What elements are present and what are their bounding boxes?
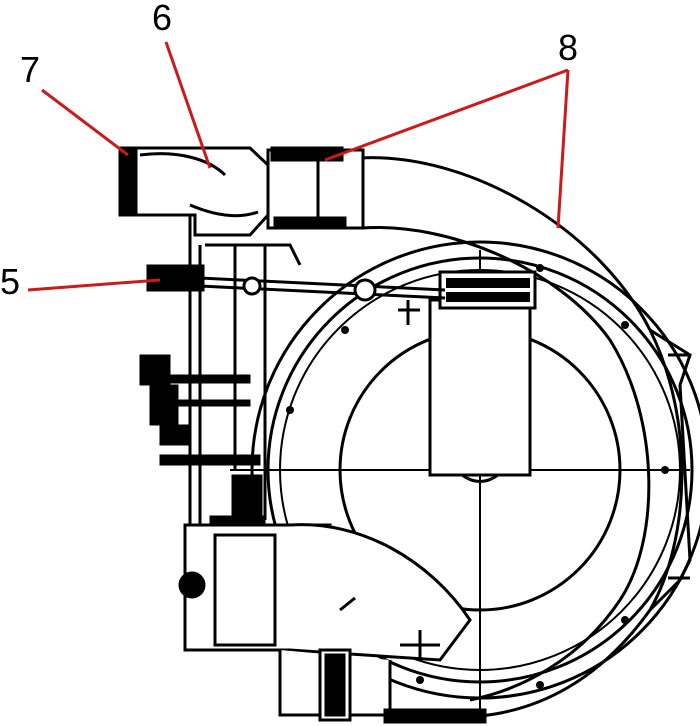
leader-line-8a (324, 68, 569, 162)
top-gland (438, 270, 537, 310)
leader-line-8b (556, 69, 570, 229)
lower-box (178, 523, 472, 662)
leader-line-5 (27, 278, 161, 292)
leader-line-7 (41, 88, 129, 157)
left-fittings (139, 354, 266, 527)
upper-connector (118, 146, 270, 237)
bottom-pipe (278, 648, 487, 724)
label-5: 5 (0, 261, 21, 302)
inlet-pipe (266, 146, 365, 230)
label-8: 8 (558, 27, 579, 68)
leader-lines (27, 41, 570, 292)
volute-housing (359, 156, 692, 718)
detail-marks (339, 300, 440, 660)
horizontal-rod (146, 264, 446, 302)
inner-cylinder (428, 298, 532, 483)
label-7: 7 (20, 49, 41, 90)
label-6: 6 (152, 0, 173, 38)
leader-line-6 (164, 41, 212, 169)
